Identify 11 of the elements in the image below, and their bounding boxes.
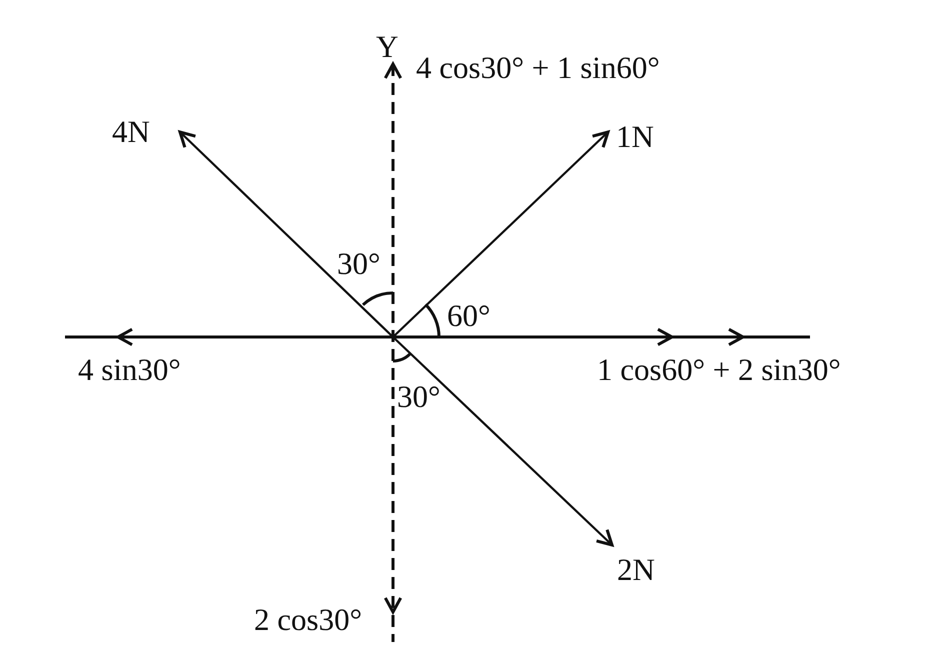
force-component-label: 1 cos60° + 2 sin30°: [597, 353, 841, 387]
force-component-label: 4 cos30° + 1 sin60°: [416, 51, 660, 85]
force-component-label: 2 cos30°: [254, 603, 362, 637]
force-component-label: 4 sin30°: [78, 353, 181, 387]
angle-label: 30°: [397, 380, 440, 414]
angle-label: 30°: [337, 247, 380, 281]
angle-label: 60°: [447, 299, 490, 333]
force-label: 4N: [112, 115, 150, 149]
force-label: 2N: [617, 553, 655, 587]
force-label: 1N: [616, 120, 654, 154]
axis-label: Y: [376, 30, 398, 64]
